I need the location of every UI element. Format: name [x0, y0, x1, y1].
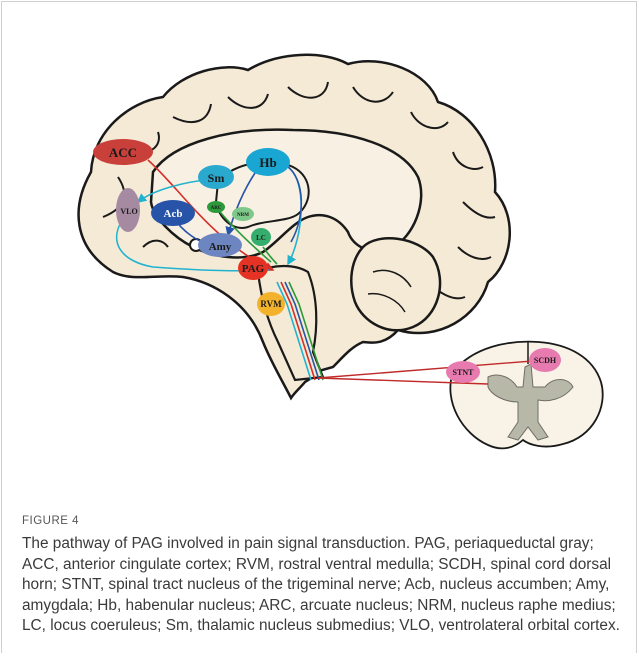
node-pag-label: PAG: [242, 263, 265, 275]
node-pag: PAG: [238, 256, 268, 280]
node-arc-label: ARC: [211, 206, 222, 211]
node-amy: Amy: [198, 233, 242, 257]
node-vlo-label: VLO: [120, 207, 137, 216]
spinal-cord-section: [450, 342, 602, 449]
node-stnt-label: STNT: [453, 368, 475, 377]
node-rvm-label: RVM: [260, 299, 282, 309]
node-nrm: NRM: [232, 207, 254, 221]
node-acb-label: Acb: [164, 208, 183, 220]
node-amy-label: Amy: [209, 241, 232, 253]
node-lc-label: LC: [256, 234, 266, 242]
node-hb-label: Hb: [259, 155, 276, 170]
node-sm-label: Sm: [208, 171, 225, 185]
node-arc: ARC: [207, 201, 225, 213]
node-sm: Sm: [198, 165, 234, 189]
figure-caption: The pathway of PAG involved in pain sign…: [22, 534, 620, 637]
cerebellum: [351, 238, 440, 330]
node-acc-label: ACC: [109, 145, 137, 160]
node-acb: Acb: [151, 200, 195, 226]
figure-label: FIGURE 4: [22, 515, 79, 527]
node-vlo: VLO: [116, 188, 140, 232]
node-scdh-label: SCDH: [534, 356, 557, 365]
node-lc: LC: [251, 228, 271, 246]
node-acc: ACC: [93, 139, 153, 165]
figure-diagram: ACC Sm Hb VLO Acb ARC: [33, 42, 613, 492]
node-hb: Hb: [246, 148, 290, 176]
node-scdh: SCDH: [529, 348, 561, 372]
node-nrm-label: NRM: [237, 213, 249, 218]
node-rvm: RVM: [257, 292, 285, 316]
node-stnt: STNT: [446, 361, 480, 383]
